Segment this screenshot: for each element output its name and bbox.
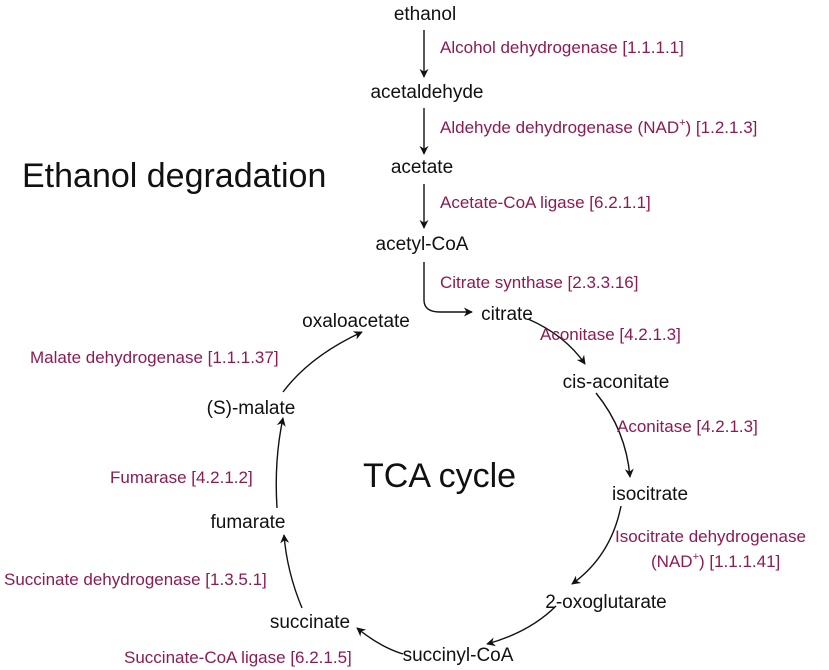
enzyme-fumarase: Fumarase [4.2.1.2]: [110, 468, 253, 487]
reaction-arrow-2-oxoglutarate-succinyl-coa: [486, 605, 557, 647]
reaction-arrow-isocitrate-2-oxoglutarate: [571, 505, 622, 585]
reaction-arrow-acetyl-coa-citrate: [423, 262, 473, 317]
tca-cycle-title: TCA cycle: [363, 457, 516, 495]
enzyme-citrate-synthase: Citrate synthase [2.3.3.16]: [440, 273, 638, 292]
reaction-arrow-succinyl-coa-succinate: [356, 627, 404, 655]
enzyme-malate-dehydrogenase: Malate dehydrogenase [1.1.1.37]: [30, 348, 279, 367]
metabolite-citrate: citrate: [481, 304, 533, 325]
metabolite-acetate: acetate: [391, 157, 453, 178]
enzyme-alcohol-dehydrogenase: Alcohol dehydrogenase [1.1.1.1]: [440, 38, 684, 57]
metabolite-succinyl-coa: succinyl-CoA: [403, 645, 514, 666]
metabolite-s-malate: (S)-malate: [207, 398, 296, 419]
reaction-arrow-citrate-cis-aconitate: [527, 318, 586, 365]
enzyme-aldehyde-dehydrogenase: Aldehyde dehydrogenase (NAD+) [1.2.1.3]: [440, 117, 757, 137]
metabolite-2-oxoglutarate: 2-oxoglutarate: [545, 592, 666, 613]
enzyme-acetate-coa-ligase: Acetate-CoA ligase [6.2.1.1]: [440, 193, 651, 212]
metabolite-cis-aconitate: cis-aconitate: [563, 372, 670, 393]
metabolite-isocitrate: isocitrate: [612, 484, 688, 505]
metabolite-fumarate: fumarate: [211, 512, 286, 533]
metabolite-oxaloacetate: oxaloacetate: [302, 311, 410, 332]
metabolite-acetaldehyde: acetaldehyde: [370, 82, 483, 103]
reaction-arrow-cis-aconitate-isocitrate: [595, 392, 634, 478]
enzyme-succinate-coa-ligase: Succinate-CoA ligase [6.2.1.5]: [124, 648, 352, 667]
ethanol-degradation-title: Ethanol degradation: [22, 157, 326, 195]
metabolite-ethanol: ethanol: [394, 4, 456, 25]
reaction-arrow-succinate-fumarate: [280, 534, 303, 609]
metabolite-acetyl-coa: acetyl-CoA: [376, 234, 469, 255]
enzyme-isocitrate-dehydrogenase-line2: (NAD+) [1.1.1.41]: [651, 551, 780, 571]
reaction-arrow-fumarate-s-malate: [275, 417, 286, 509]
enzyme-aconitase-1: Aconitase [4.2.1.3]: [540, 325, 681, 344]
enzyme-isocitrate-dehydrogenase-line1: Isocitrate dehydrogenase: [615, 527, 806, 546]
enzyme-succinate-dehydrogenase: Succinate dehydrogenase [1.3.5.1]: [4, 570, 267, 589]
reaction-arrow-s-malate-oxaloacetate: [282, 331, 363, 393]
metabolite-succinate: succinate: [270, 612, 350, 633]
enzyme-aconitase-2: Aconitase [4.2.1.3]: [617, 417, 758, 436]
